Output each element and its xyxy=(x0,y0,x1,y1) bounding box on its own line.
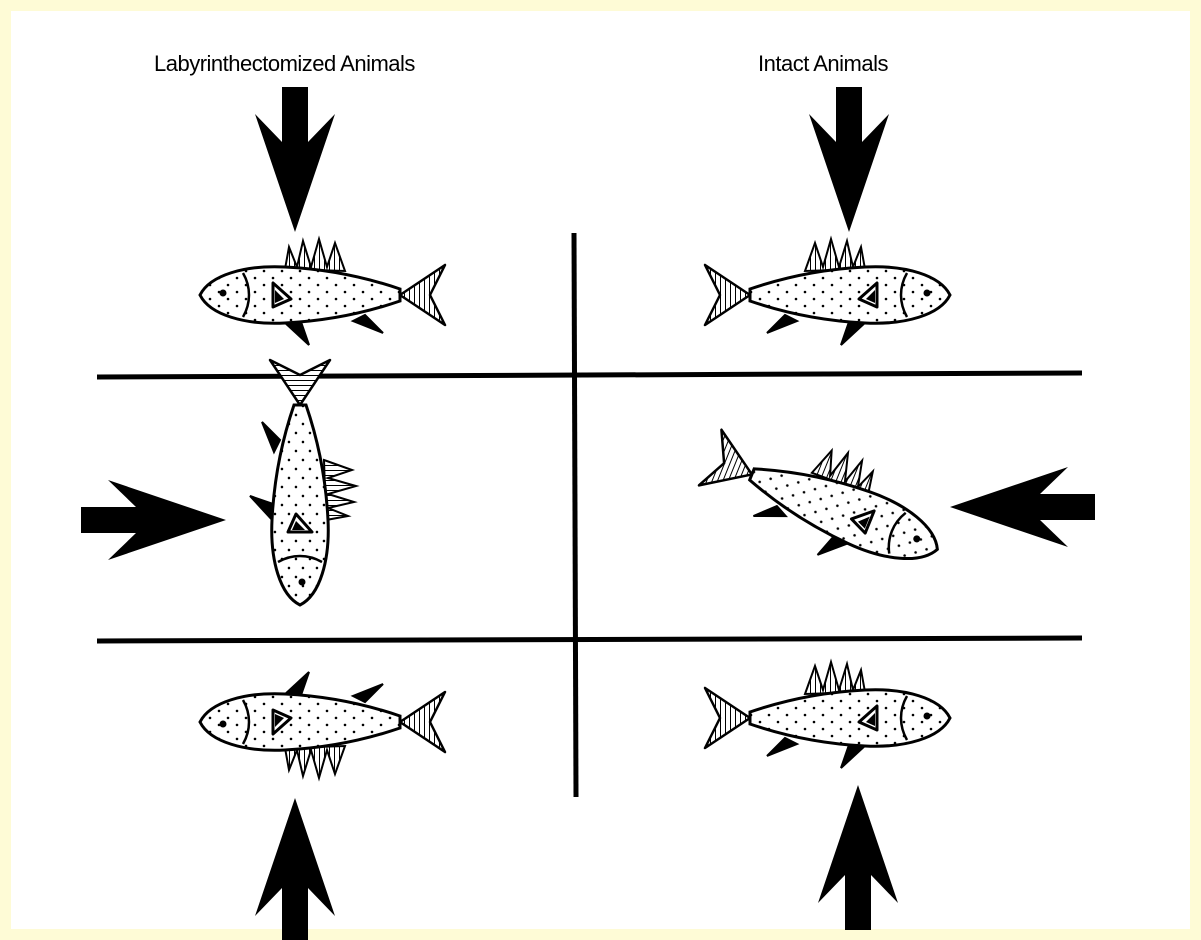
fish-upright-icon xyxy=(705,239,950,345)
horizontal-divider-bottom xyxy=(97,638,1082,641)
fish-head-down-icon xyxy=(250,360,356,605)
fish-upside-down-icon xyxy=(200,672,445,778)
fish-upright-icon xyxy=(705,662,950,768)
fish-upright-icon xyxy=(200,239,445,345)
left-arrow-icon xyxy=(950,467,1095,547)
up-arrow-icon xyxy=(255,798,335,940)
down-arrow-icon xyxy=(809,87,889,232)
vertical-divider xyxy=(574,233,576,797)
right-arrow-icon xyxy=(81,480,226,560)
down-arrow-icon xyxy=(255,87,335,232)
horizontal-divider-top xyxy=(97,373,1082,377)
up-arrow-icon xyxy=(818,785,898,930)
fish-tilted-icon xyxy=(691,406,958,596)
